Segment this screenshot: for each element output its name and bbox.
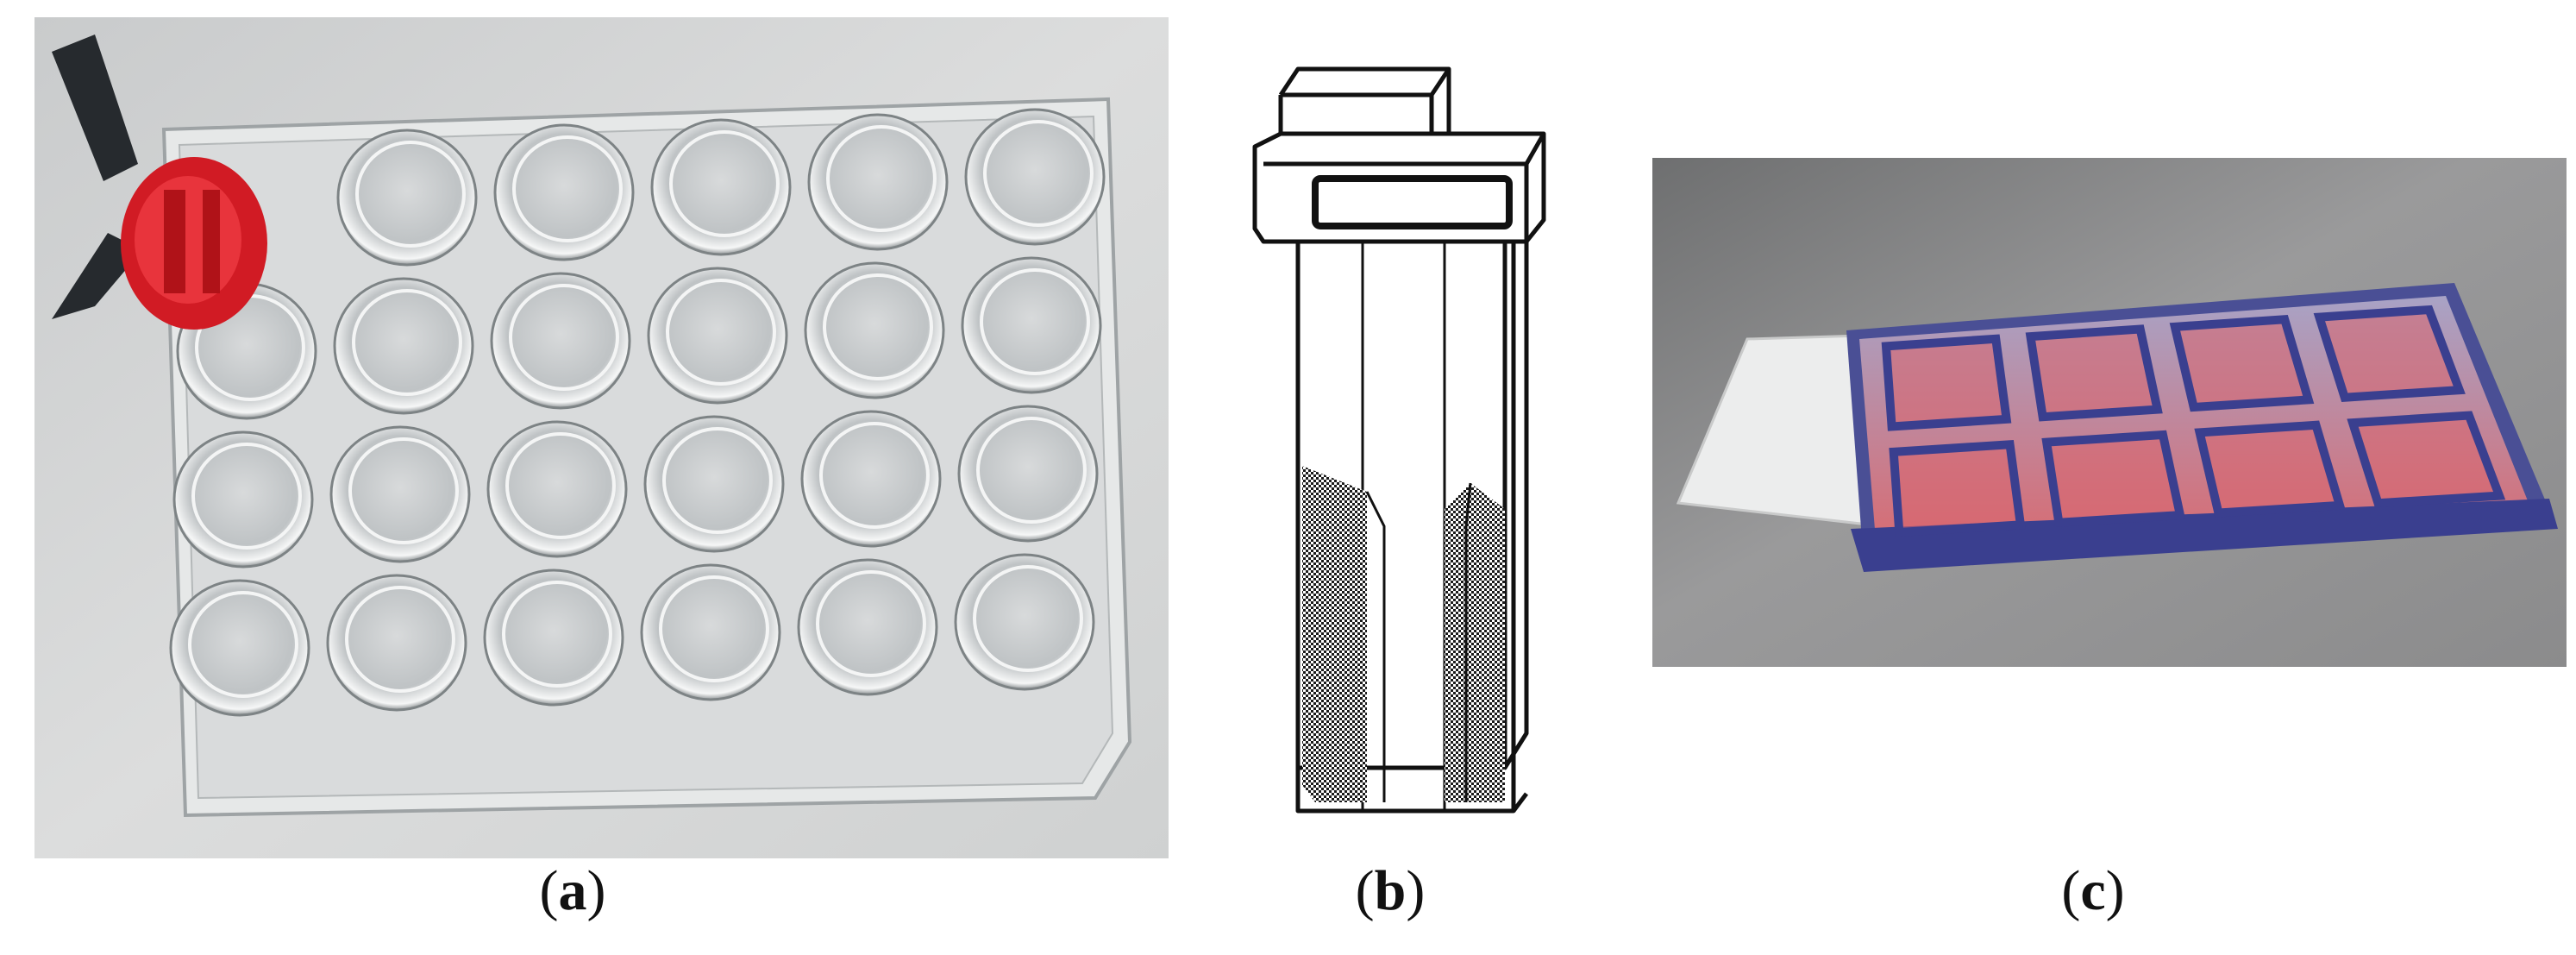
well-rim-highlight [980, 268, 1090, 375]
well-rim-highlight [509, 284, 619, 391]
well-rim-highlight [816, 570, 926, 677]
clip-bottom [52, 233, 142, 319]
well-plate-photo [34, 17, 1169, 858]
cuvette-drawing [1246, 60, 1578, 820]
caption-a: (a) [539, 859, 606, 922]
chamber-well [2313, 305, 2466, 402]
well-rim-highlight [348, 437, 459, 544]
chamber-well [1881, 334, 2012, 431]
clip-top [52, 35, 138, 181]
well-rim-highlight [662, 427, 773, 534]
well-rim-highlight [502, 581, 612, 688]
chamber-block [1846, 283, 2558, 572]
chamber-well [2194, 420, 2346, 518]
well-rim-highlight [352, 289, 462, 396]
chamber-well [2347, 411, 2506, 508]
chamber-slide-illustration [1652, 158, 2567, 667]
well-rim-highlight [819, 422, 930, 529]
well-rim-highlight [983, 120, 1094, 227]
chamber-wells [1881, 305, 2506, 537]
chamber-slide-photo [1652, 158, 2567, 667]
well-rim-highlight [188, 591, 298, 698]
chamber-well [1889, 440, 2026, 537]
well-plate-illustration [34, 17, 1169, 858]
chamber-well [2041, 430, 2186, 527]
well-grid [169, 108, 1106, 717]
cuvette-windows [1302, 466, 1505, 802]
cuvette-illustration [1252, 66, 1546, 814]
chamber-well [2025, 324, 2163, 422]
well-rim-highlight [973, 565, 1083, 672]
well-rim-highlight [659, 575, 769, 682]
well-rim-highlight [355, 141, 466, 248]
well-rim-highlight [826, 125, 937, 232]
well-rim-highlight [191, 443, 302, 550]
chamber-well [2169, 315, 2315, 412]
well-rim-highlight [512, 135, 623, 242]
well-rim-highlight [505, 432, 616, 539]
red-insert [52, 35, 267, 330]
well-rim-highlight [823, 273, 933, 380]
well-rim-highlight [666, 279, 776, 386]
well-rim-highlight [345, 586, 455, 693]
well-rim-highlight [669, 130, 780, 237]
well-rim-highlight [976, 417, 1087, 524]
caption-b: (b) [1355, 859, 1426, 922]
caption-c: (c) [2061, 859, 2125, 922]
